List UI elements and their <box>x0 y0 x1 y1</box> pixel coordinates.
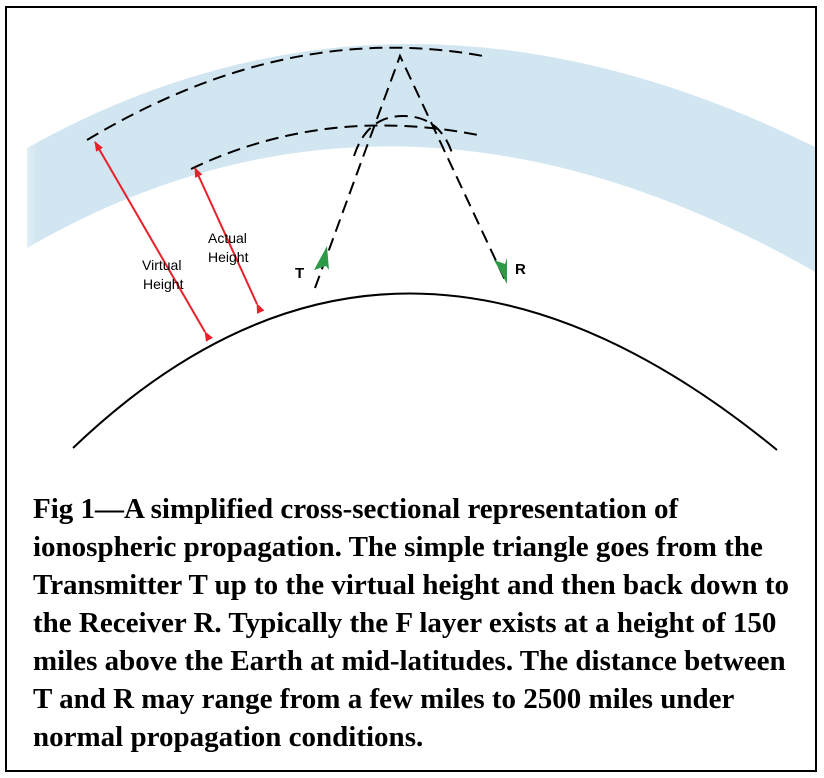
actual-height-label-line2: Height <box>208 249 249 265</box>
ionosphere-band <box>27 44 815 272</box>
actual-height-arc <box>190 124 484 170</box>
actual-height-label-line1: Actual <box>208 230 247 246</box>
actual-path-curve <box>353 114 454 157</box>
virtual-path-triangle <box>314 53 506 289</box>
transmit-arrowhead <box>314 246 329 270</box>
transmitter-label: T <box>295 265 304 282</box>
figure-caption: Fig 1—A simplified cross-sectional repre… <box>33 493 789 753</box>
virtual-height-arc <box>86 46 484 141</box>
receive-arrowhead <box>494 258 507 284</box>
figure-frame: Virtual Height Actual Height T R Fig 1—A… <box>5 6 817 772</box>
earth-surface <box>72 292 778 451</box>
virtual-height-label-line2: Height <box>143 276 184 292</box>
propagation-diagram: Virtual Height Actual Height T R <box>7 44 815 451</box>
receiver-label: R <box>515 261 526 278</box>
virtual-height-label-line1: Virtual <box>142 257 181 273</box>
virtual-height-arrow <box>94 141 213 342</box>
actual-height-arrow <box>194 167 265 314</box>
